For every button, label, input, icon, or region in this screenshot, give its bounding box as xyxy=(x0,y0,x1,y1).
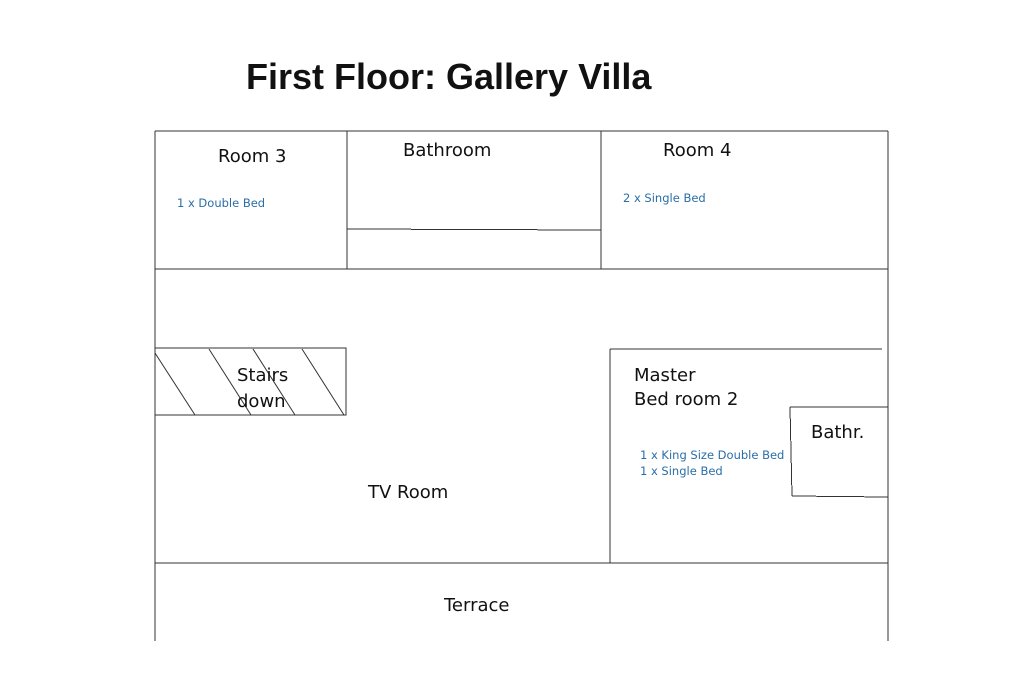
label-room3: Room 3 xyxy=(218,146,287,167)
note-room4-bed: 2 x Single Bed xyxy=(623,191,706,205)
label-bathr: Bathr. xyxy=(811,422,865,443)
label-stairs-line1: Stairs xyxy=(237,365,289,386)
label-room4: Room 4 xyxy=(663,140,732,161)
label-master-line2: Bed room 2 xyxy=(634,389,739,410)
note-master-bed1: 1 x King Size Double Bed xyxy=(640,448,785,462)
note-room3-bed: 1 x Double Bed xyxy=(177,196,266,210)
bathr-wall-left xyxy=(789,406,793,497)
bathroom-inner-divider xyxy=(346,228,602,231)
label-master-line1: Master xyxy=(634,365,696,386)
stair-step-3 xyxy=(252,348,296,416)
page-title: First Floor: Gallery Villa xyxy=(246,56,652,97)
bathr-wall-bottom xyxy=(791,495,889,498)
label-stairs-line2: down xyxy=(237,391,286,412)
stair-step-4 xyxy=(301,348,345,416)
label-bathroom: Bathroom xyxy=(403,140,492,161)
stair-step-2 xyxy=(208,348,252,416)
stair-step-1 xyxy=(154,352,196,416)
label-terrace: Terrace xyxy=(444,595,510,616)
note-master-bed2: 1 x Single Bed xyxy=(640,464,723,478)
label-tv-room: TV Room xyxy=(368,482,449,503)
